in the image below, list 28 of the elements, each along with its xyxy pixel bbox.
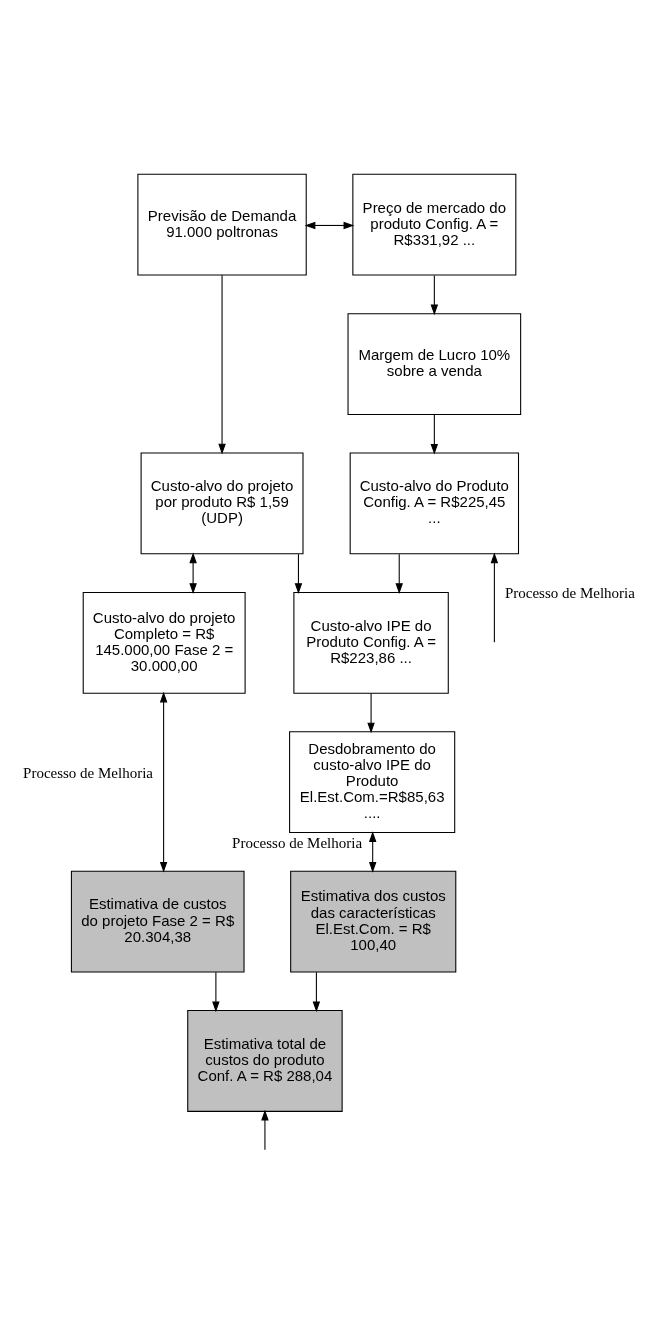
arrow [395, 553, 403, 594]
arrow [261, 1109, 269, 1150]
node-box: Estimativa dos custos das características El.Est.Com. = R$ 100,40 [290, 870, 457, 972]
node-box: Estimativa total de custos do produto Conf. A = R$ 288,04 [187, 1009, 343, 1112]
node-box: Custo-alvo IPE do Produto Config. A = R$223,86 ... [293, 591, 449, 694]
arrow [159, 691, 168, 873]
node-box: Custo-alvo do Produto Config. A = R$225,45 ... [349, 452, 520, 554]
arrow [430, 413, 439, 455]
arrow [490, 552, 499, 643]
node-box: Margem de Lucro 10% sobre a venda [347, 312, 522, 415]
arrow [312, 971, 321, 1012]
node-box: Estimativa de custos do projeto Fase 2 = R$ 20.304,38 [70, 870, 245, 972]
arrow [368, 830, 377, 873]
node-box: Previsão de Demanda 91.000 poltronas [137, 173, 307, 276]
node-box: Custo-alvo do projeto Completo = R$ 145.000,00 Fase 2 = 30.000,00 [82, 591, 246, 694]
node-box: Custo-alvo do projeto por produto R$ 1,59 (UDP) [140, 452, 304, 554]
arrow [430, 274, 439, 315]
arrow [304, 221, 355, 229]
arrow [218, 274, 226, 454]
arrow [189, 552, 197, 594]
edge-label: Processo de Melhoria [504, 584, 635, 601]
arrow [367, 692, 375, 733]
arrow [212, 971, 220, 1012]
arrow [294, 553, 303, 594]
edge-label: Processo de Melhoria [23, 764, 154, 781]
node-box: Desdobramento do custo-alvo IPE do Produto El.Est.Com.=R$85,63 .... [289, 730, 456, 833]
node-box: Preço de mercado do produto Config. A = R$331,92 ... [352, 173, 517, 276]
edge-label: Processo de Melhoria [232, 834, 363, 851]
